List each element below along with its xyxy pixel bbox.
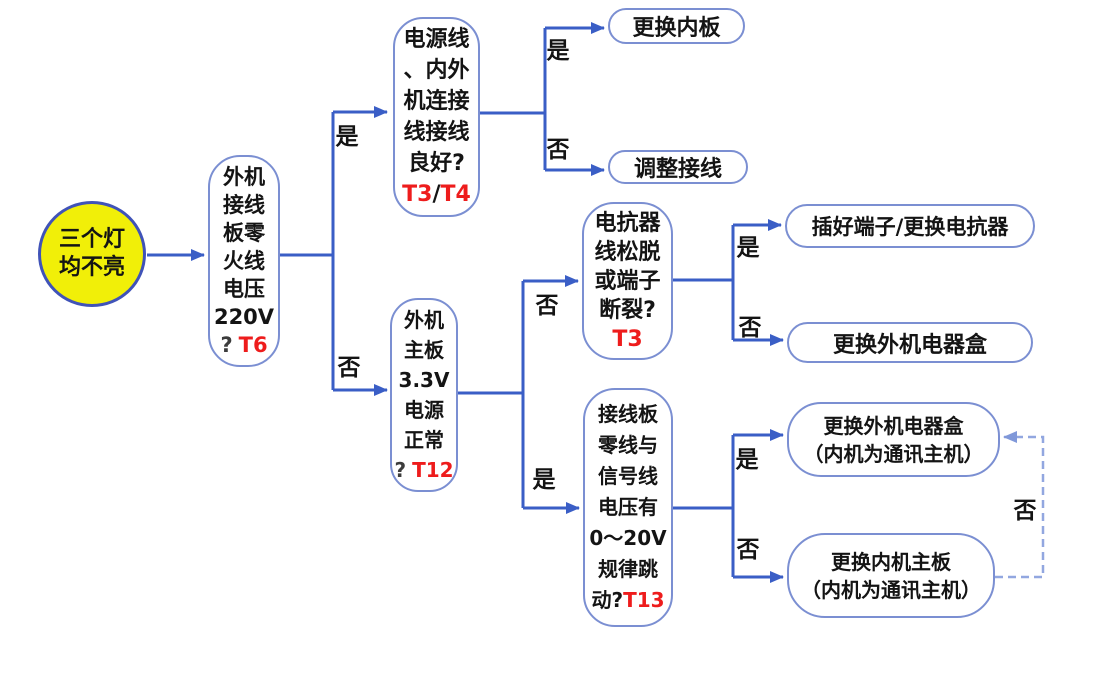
result-replace-outdoor-ebox: 更换外机电器盒: [787, 322, 1033, 363]
edge-label-yes: 是: [546, 38, 570, 64]
decision-line: 线松脱: [594, 239, 661, 265]
question-mark: ?: [220, 333, 233, 357]
edge-label-no: 否: [337, 355, 361, 381]
decision-line: ?T6: [220, 331, 267, 359]
decision-line: 外机: [404, 308, 444, 332]
edge-label-no: 否: [546, 137, 570, 163]
test-code: T13: [623, 588, 665, 612]
test-code: T3: [612, 326, 643, 352]
start-line: 三个灯: [58, 227, 125, 252]
slash: /: [432, 182, 441, 207]
decision-line: 良好?: [408, 151, 465, 176]
decision-power-wiring-ok: 电源线 、内外 机连接 线接线 良好? T3/T4: [393, 17, 480, 217]
result-label: 更换内板: [632, 16, 721, 41]
decision-line: 外机: [223, 165, 265, 189]
decision-line: 、内外: [403, 58, 470, 83]
decision-line: 信号线: [598, 464, 658, 488]
decision-line: 0～20V: [589, 526, 667, 550]
decision-line: 220V: [213, 305, 275, 329]
decision-line: 正常: [404, 428, 444, 452]
decision-reactor-wire: 电抗器 线松脱 或端子 断裂? T3: [582, 202, 673, 360]
result-adjust-wiring: 调整接线: [608, 150, 748, 184]
result-label: 更换内机主板: [831, 549, 951, 574]
result-label: （内机为通讯主机）: [801, 577, 981, 602]
decision-line: 3.3V: [398, 368, 450, 392]
decision-line: 板零: [223, 221, 265, 245]
result-replace-indoor-mainboard-comm: 更换内机主板 （内机为通讯主机）: [787, 533, 995, 618]
decision-tail: 动?: [591, 588, 624, 612]
edge-label-no: 否: [535, 293, 559, 319]
result-label: 更换外机电器盒: [823, 413, 964, 438]
decision-line: 零线与: [598, 433, 658, 457]
decision-outdoor-terminal-220v: 外机 接线 板零 火线 电压 220V ?T6: [208, 155, 280, 367]
decision-line: 断裂?: [599, 297, 656, 323]
edge-label-no-dashed: 否: [1013, 498, 1037, 524]
test-code: T6: [238, 333, 268, 357]
decision-line: 机连接: [403, 89, 470, 114]
decision-line: 接线: [223, 193, 265, 217]
decision-signal-voltage-jump: 接线板 零线与 信号线 电压有 0～20V 规律跳 动?T13: [583, 388, 673, 627]
decision-line: 线接线: [403, 120, 470, 145]
edge-label-yes: 是: [736, 235, 760, 261]
edge-label-yes: 是: [335, 124, 359, 150]
result-label: （内机为通讯主机）: [803, 441, 984, 466]
edge-label-yes: 是: [735, 447, 759, 473]
result-label: 调整接线: [633, 157, 722, 182]
decision-line: 电压有: [598, 495, 658, 519]
edge-label-yes: 是: [532, 467, 556, 493]
result-plug-terminal-replace-reactor: 插好端子/更换电抗器: [785, 204, 1035, 248]
decision-line: 动?T13: [591, 585, 664, 616]
start-line: 均不亮: [58, 255, 125, 280]
decision-line: 火线: [223, 249, 265, 273]
start-node: 三个灯 均不亮: [38, 201, 146, 307]
test-code: T3: [402, 182, 433, 207]
result-replace-indoor-board: 更换内板: [608, 8, 745, 44]
edge-label-no: 否: [736, 537, 760, 563]
decision-line: 接线板: [598, 402, 658, 426]
decision-line: 电压: [223, 277, 265, 301]
decision-mainboard-3v3: 外机 主板 3.3V 电源 正常 ?T12: [390, 298, 458, 492]
decision-line: T3/T4: [402, 179, 471, 210]
result-label: 更换外机电器盒: [832, 332, 987, 358]
test-code: T4: [440, 182, 471, 207]
result-label: 插好端子/更换电抗器: [811, 215, 1009, 239]
decision-line: 电抗器: [594, 210, 661, 236]
decision-line: ?T12: [394, 455, 453, 485]
decision-line: 电源线: [403, 27, 470, 52]
edge-label-no: 否: [738, 315, 762, 341]
question-mark: ?: [394, 458, 407, 482]
decision-line: 电源: [404, 398, 444, 422]
result-replace-outdoor-ebox-comm: 更换外机电器盒 （内机为通讯主机）: [787, 402, 1000, 477]
decision-line: 或端子: [594, 268, 661, 294]
test-code: T12: [412, 458, 454, 482]
decision-line: 规律跳: [598, 557, 658, 581]
decision-line: 主板: [404, 338, 444, 362]
